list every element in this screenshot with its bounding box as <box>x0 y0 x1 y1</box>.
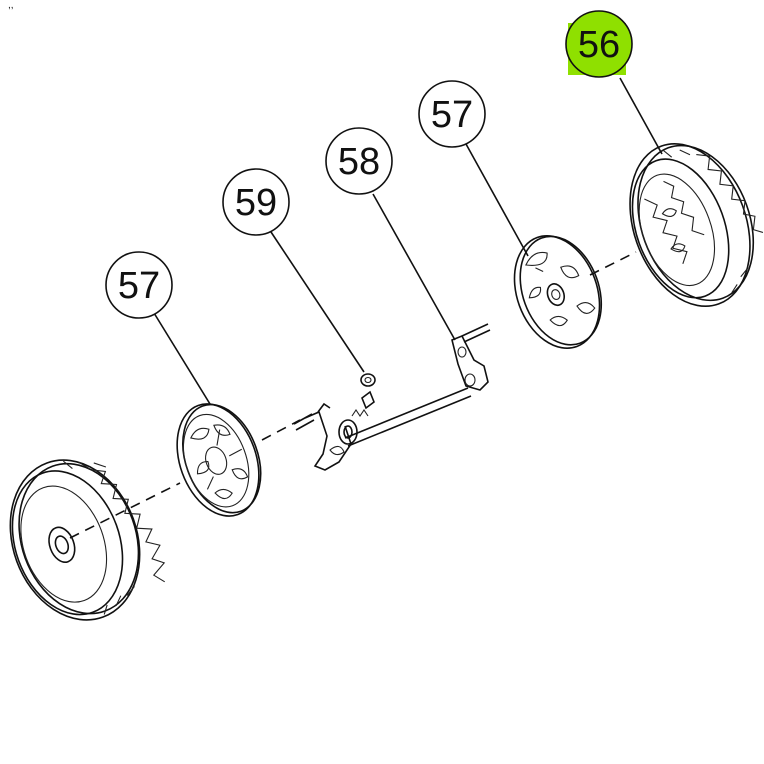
callout-57-front[interactable]: 57 <box>105 251 173 319</box>
leader-lines <box>153 77 663 405</box>
rear-wheel <box>629 142 764 308</box>
callout-57-rear[interactable]: 57 <box>418 80 486 148</box>
hub-disc-front <box>176 403 262 517</box>
stray-mark: ,, <box>8 0 14 11</box>
front-wheel-left <box>9 459 166 621</box>
callout-label-57-rear: 57 <box>431 94 473 136</box>
callout-label-56: 56 <box>578 24 620 66</box>
callout-58[interactable]: 58 <box>325 127 393 195</box>
hub-disc-rear <box>513 235 603 349</box>
callout-label-58: 58 <box>338 141 380 183</box>
callout-label-59: 59 <box>235 182 277 224</box>
callout-56[interactable]: 56 <box>565 10 633 78</box>
callout-59[interactable]: 59 <box>222 168 290 236</box>
axle-linkage <box>293 323 491 471</box>
callout-label-57-front: 57 <box>118 265 160 307</box>
